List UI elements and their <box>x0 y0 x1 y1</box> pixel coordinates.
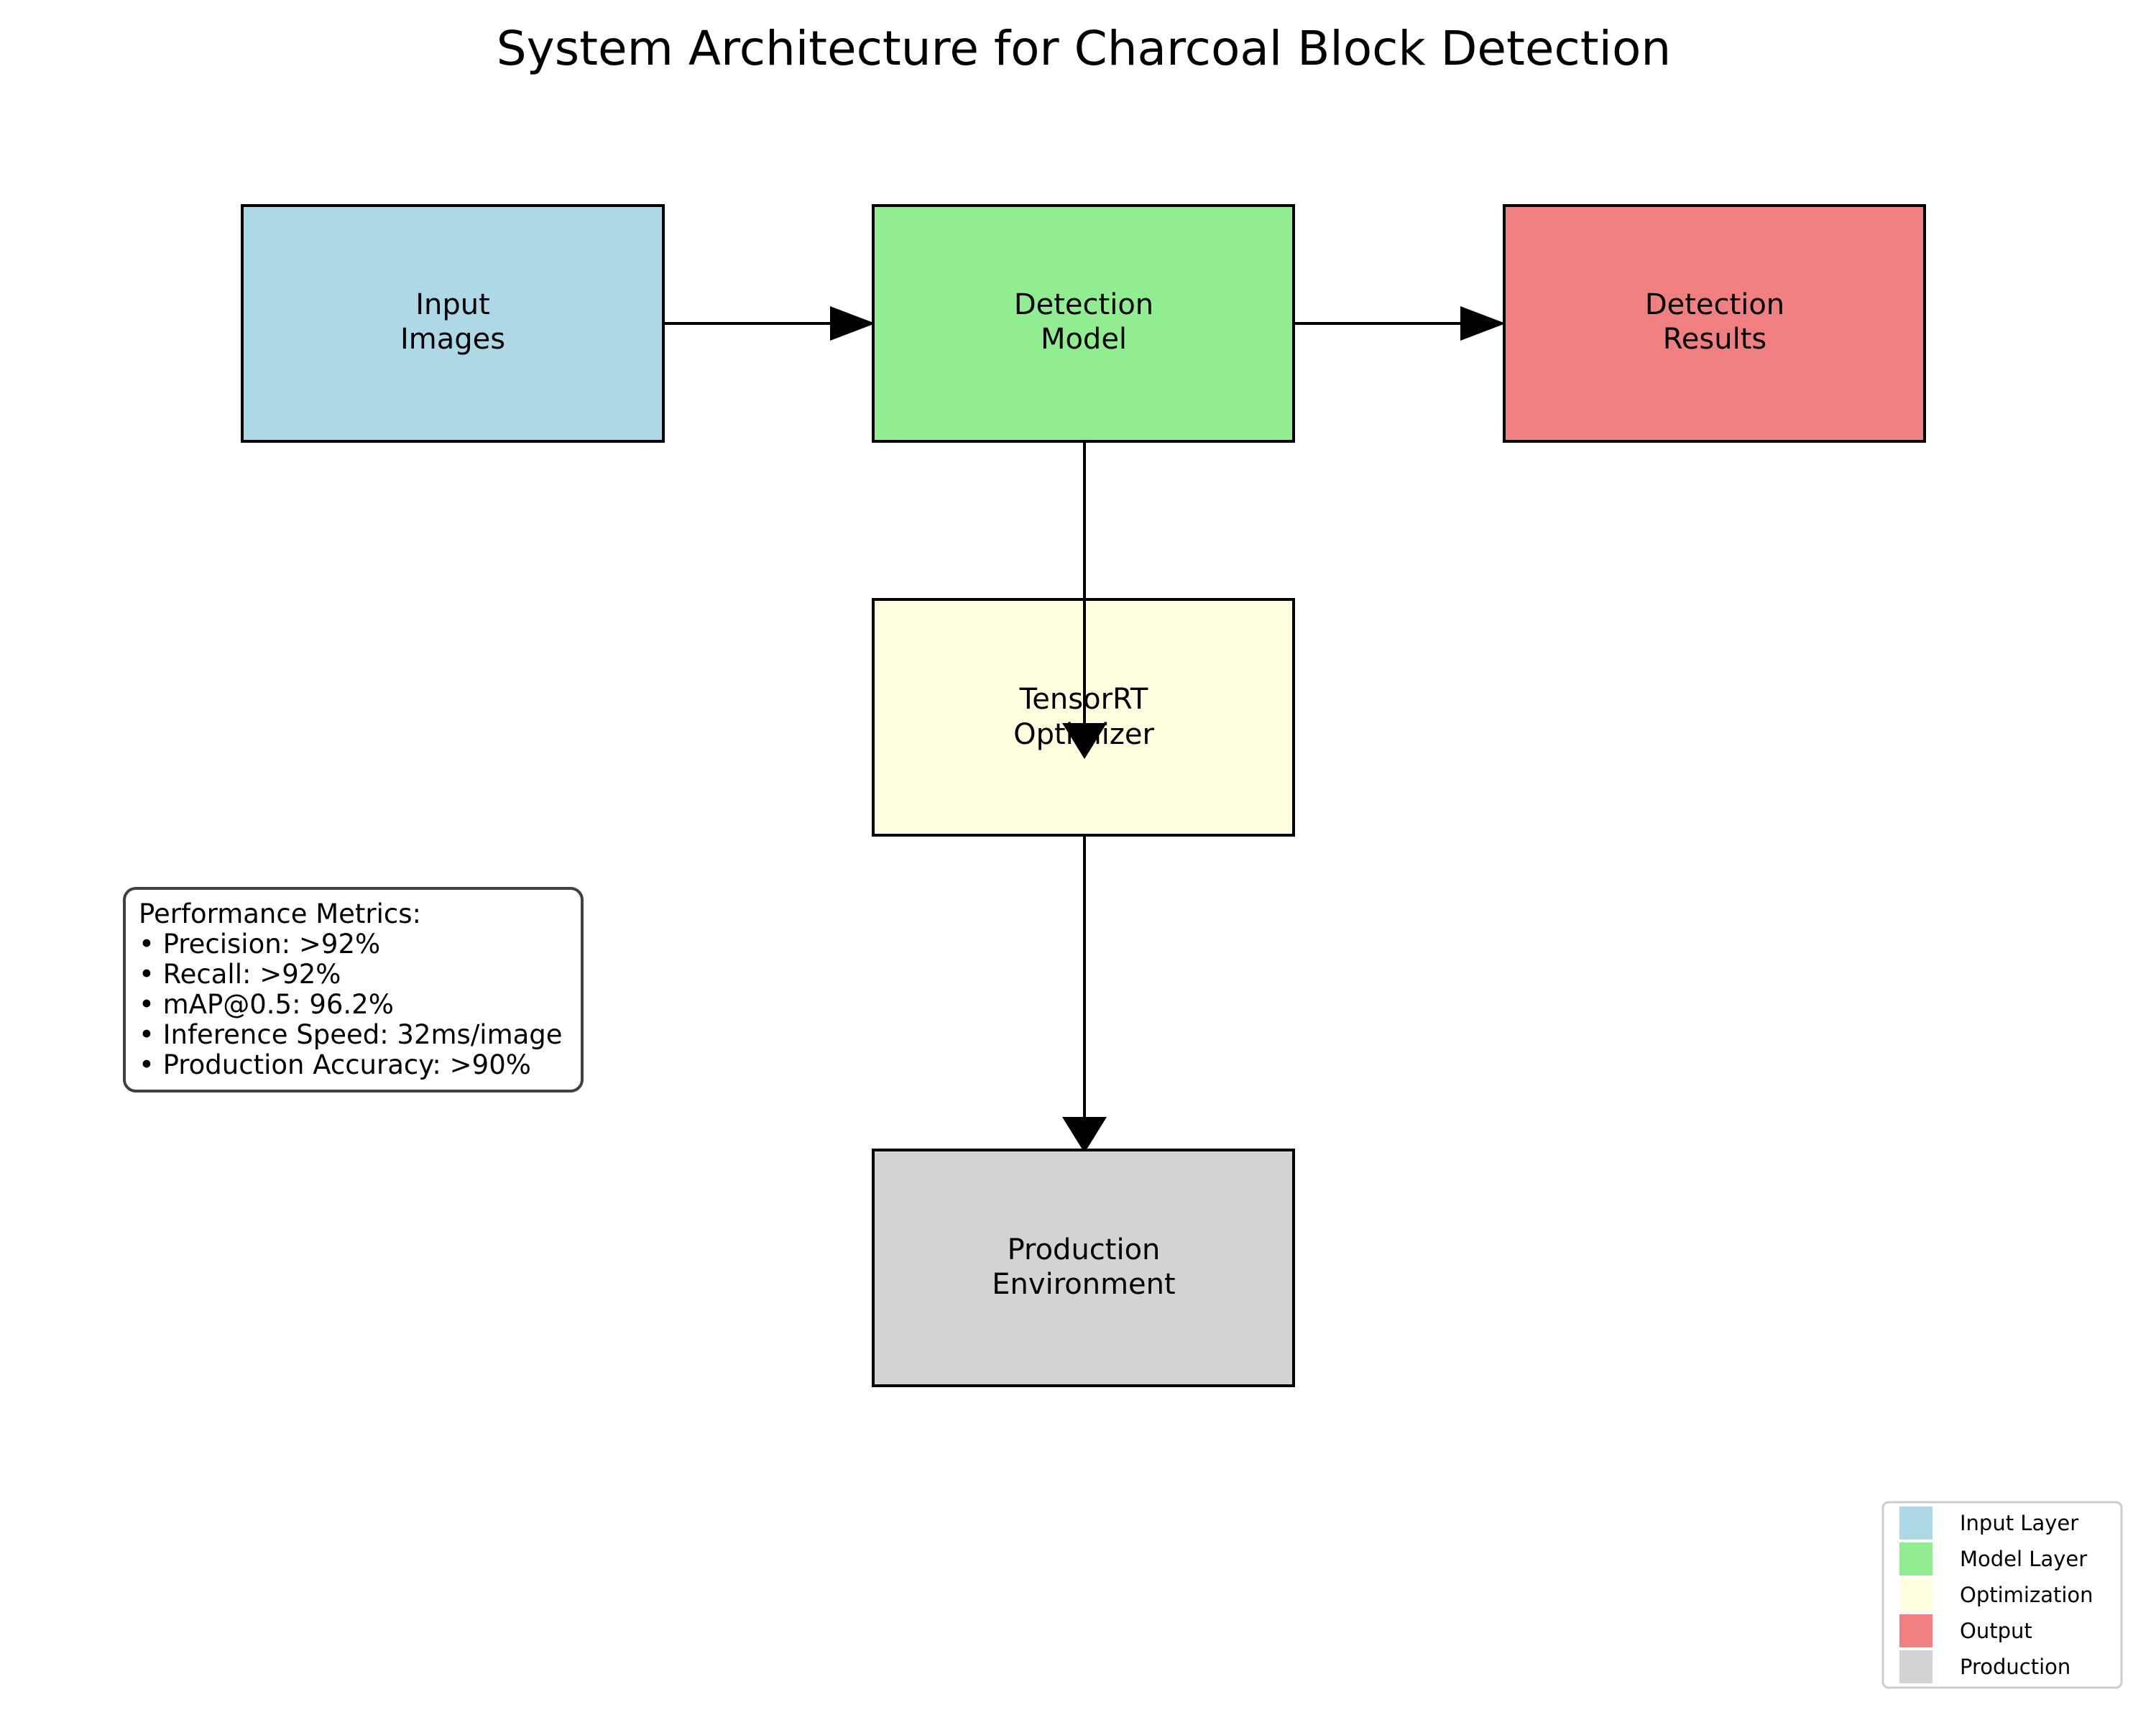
node-model-line2: Model <box>1041 323 1127 356</box>
metrics-heading: Performance Metrics: <box>139 898 421 929</box>
legend-item-production: Production <box>1899 1650 2070 1683</box>
legend-swatch <box>1899 1650 1932 1683</box>
legend-label: Input Layer <box>1960 1511 2078 1535</box>
legend-label: Optimization <box>1960 1583 2093 1607</box>
node-production-line2: Environment <box>992 1268 1175 1301</box>
legend-item-input-layer: Input Layer <box>1899 1506 2078 1540</box>
edge-model-to-results <box>1294 306 1506 341</box>
metrics-item: • Inference Speed: 32ms/image <box>139 1019 563 1050</box>
node-results-line1: Detection <box>1645 288 1784 321</box>
legend-label: Model Layer <box>1960 1547 2087 1571</box>
node-model-line1: Detection <box>1014 288 1153 321</box>
legend: Input Layer Model Layer Optimization Out… <box>1881 1501 2123 1689</box>
diagram-title: System Architecture for Charcoal Block D… <box>497 21 1671 76</box>
edge-optimizer-to-production <box>1062 836 1107 1153</box>
legend-swatch <box>1899 1614 1932 1647</box>
legend-item-output: Output <box>1899 1614 2032 1647</box>
metrics-item: • Production Accuracy: >90% <box>139 1049 531 1080</box>
node-detection-results: Detection Results <box>1503 204 1926 443</box>
performance-metrics-box: Performance Metrics: • Precision: >92% •… <box>123 887 584 1092</box>
node-production-line1: Production <box>1008 1233 1161 1266</box>
metrics-item: • mAP@0.5: 96.2% <box>139 989 394 1020</box>
edge-model-to-optimizer <box>1062 441 1107 759</box>
edge-input-to-model <box>663 306 875 341</box>
metrics-item: • Recall: >92% <box>139 959 341 990</box>
legend-swatch <box>1899 1578 1932 1611</box>
node-detection-model: Detection Model <box>872 204 1295 443</box>
legend-label: Output <box>1960 1619 2032 1643</box>
legend-item-optimization: Optimization <box>1899 1578 2093 1611</box>
metrics-item: • Precision: >92% <box>139 929 380 960</box>
node-production-environment: Production Environment <box>872 1149 1295 1387</box>
node-results-line2: Results <box>1663 323 1766 356</box>
legend-item-model-layer: Model Layer <box>1899 1542 2087 1576</box>
node-input-images: Input Images <box>241 204 665 443</box>
legend-label: Production <box>1960 1655 2070 1679</box>
node-input-line2: Images <box>400 323 505 356</box>
legend-swatch <box>1899 1542 1932 1576</box>
legend-swatch <box>1899 1506 1932 1540</box>
node-input-line1: Input <box>415 288 490 321</box>
